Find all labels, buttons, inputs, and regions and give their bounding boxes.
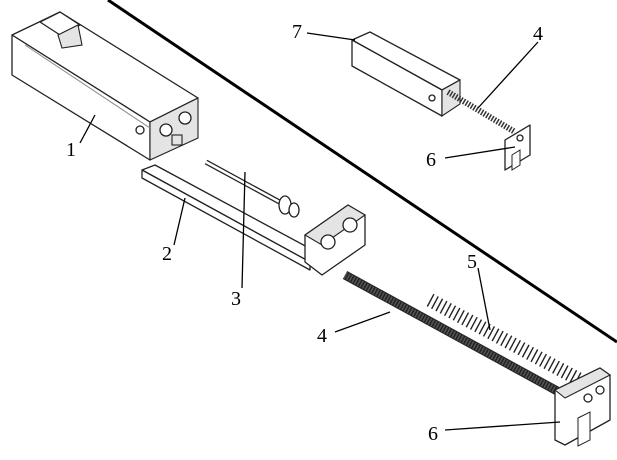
leader-2 (173, 197, 186, 246)
part-2-slide (141, 164, 367, 276)
part-1-housing (11, 11, 199, 161)
leader-7 (306, 32, 356, 41)
part-6-top-plate (504, 124, 531, 171)
leader-5 (477, 267, 491, 331)
leader-6-top (444, 146, 516, 159)
leader-6-bottom (444, 421, 561, 431)
leader-3 (241, 171, 246, 289)
part-7-block (351, 31, 461, 118)
leader-4-bottom (334, 311, 391, 333)
part-6-plate (553, 367, 612, 447)
leader-1 (79, 114, 96, 144)
label-part-6-top: 6 (426, 149, 436, 171)
part-3-pin (204, 159, 300, 218)
part-4-spring-rod (342, 271, 573, 402)
label-part-3: 3 (231, 288, 241, 310)
label-part-1: 1 (66, 139, 76, 161)
label-part-5: 5 (467, 251, 477, 273)
part-5-spring (426, 293, 584, 387)
label-part-2: 2 (162, 243, 172, 265)
label-part-7: 7 (292, 21, 302, 43)
label-part-4-bottom: 4 (317, 325, 327, 347)
part-4-top-spring (446, 89, 517, 135)
divider-line (107, 0, 617, 344)
label-part-6-bottom: 6 (428, 423, 438, 445)
leader-4-top (477, 41, 539, 109)
label-part-4-top: 4 (533, 23, 543, 45)
